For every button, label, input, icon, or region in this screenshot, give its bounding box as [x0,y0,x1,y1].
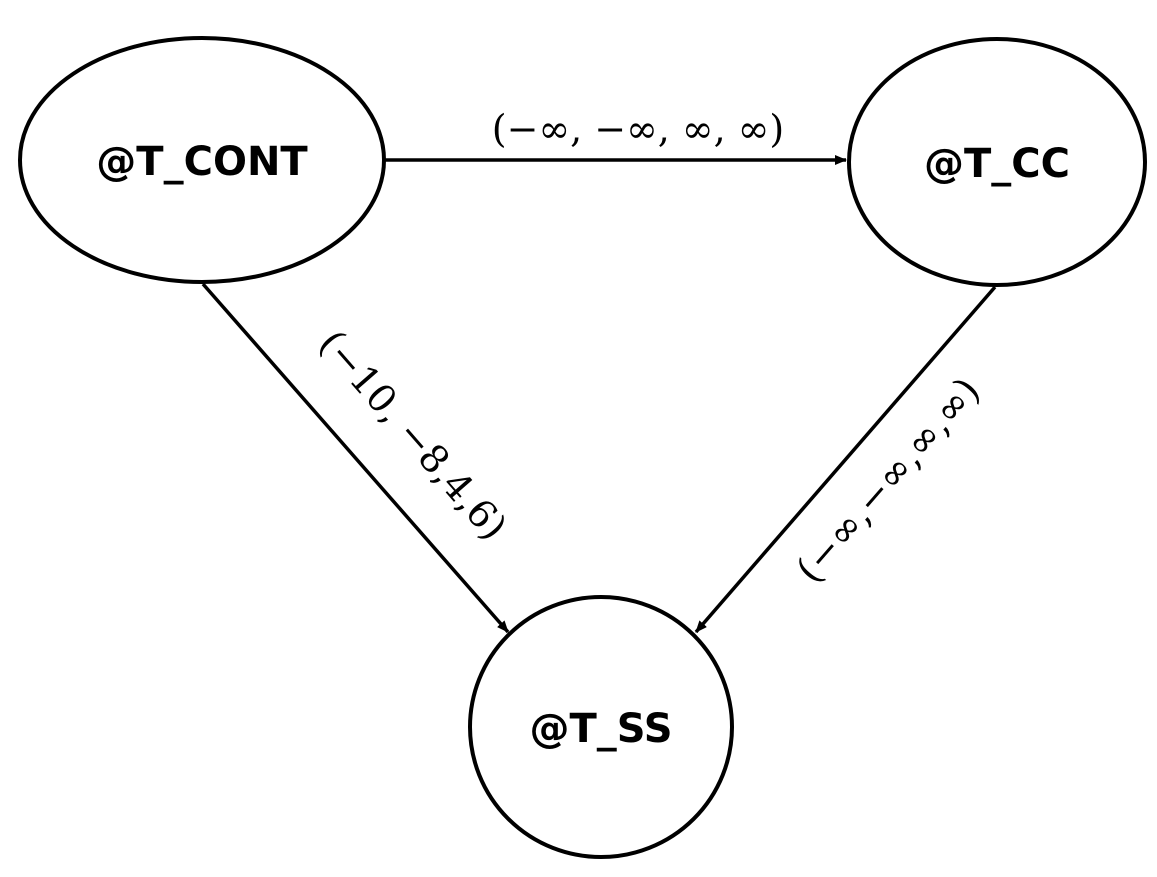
node-t-cont-label: @T_CONT [96,139,308,185]
node-t-ss-label: @T_SS [529,706,672,752]
node-t-ss-shape [468,595,734,859]
edge-cont-to-ss: (−10, −8,4,6) [201,282,516,634]
edge-cont-to-ss-label: (−10, −8,4,6) [310,321,515,548]
edge-cc-to-ss: (−∞,−∞,∞,∞) [694,285,997,634]
node-t-cc-shape [847,37,1147,287]
edge-cont-to-cc-label: (−∞, −∞, ∞, ∞) [492,107,784,151]
edge-cont-to-cc: (−∞, −∞, ∞, ∞) [384,107,847,165]
edge-cc-to-ss-label: (−∞,−∞,∞,∞) [787,369,988,591]
node-t-cc-label: @T_CC [924,141,1070,187]
edge-cont-to-ss-line [201,282,510,634]
node-t-cont-shape [18,36,386,284]
edge-cc-to-ss-line [694,285,997,634]
node-t-ss: @T_SS [468,595,734,859]
node-t-cont: @T_CONT [18,36,386,284]
node-t-cc: @T_CC [847,37,1147,287]
